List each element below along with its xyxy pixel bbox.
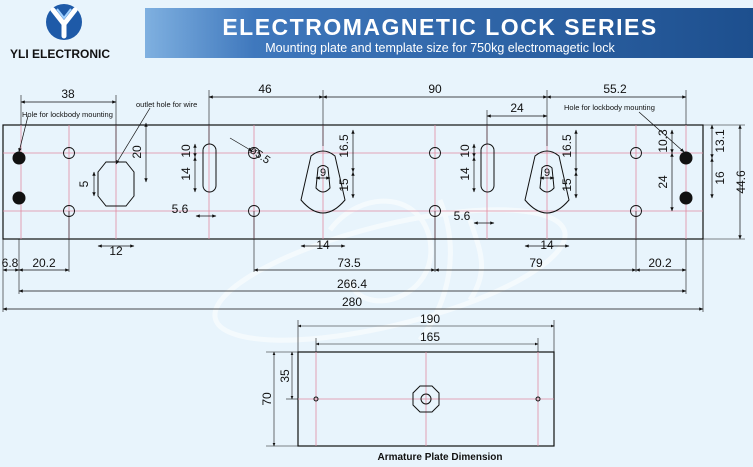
screw-holes — [63, 147, 642, 217]
dim-20-2-a: 20.2 — [32, 256, 56, 270]
armature-hole-left — [313, 396, 319, 402]
dim-5-6-a: 5.6 — [172, 202, 189, 216]
dim-14-a: 14 — [316, 238, 330, 252]
slot-right — [480, 143, 495, 193]
dim-35: 35 — [278, 369, 292, 383]
keyhole-left — [300, 150, 346, 214]
logo-text: YLI ELECTRONIC — [10, 47, 110, 61]
armature-caption: Armature Plate Dimension — [377, 452, 502, 463]
dim-15-a: 15 — [337, 178, 351, 192]
dim-280: 280 — [342, 295, 362, 309]
callout-left-hole: Hole for lockbody mounting — [22, 110, 113, 119]
title-banner — [145, 8, 753, 58]
lockbody-hole-right-top — [679, 151, 693, 165]
dim-20-2-b: 20.2 — [648, 256, 672, 270]
dim-20: 20 — [130, 145, 144, 159]
dim-10-b: 10 — [458, 144, 472, 158]
page-subtitle: Mounting plate and template size for 750… — [265, 41, 615, 55]
lockbody-hole-left-bottom — [12, 191, 26, 205]
dim-44-6: 44.6 — [734, 170, 748, 194]
dim-14-vert-b: 14 — [458, 167, 472, 181]
armature-center-nut — [412, 385, 440, 413]
dim-9-a: 9 — [320, 167, 326, 179]
dim-6-8: 6.8 — [2, 256, 19, 270]
dim-90: 90 — [428, 82, 442, 96]
extension-lines — [2, 90, 745, 312]
dim-16-5-b: 16.5 — [560, 134, 574, 158]
dim-15-b: 15 — [560, 178, 574, 192]
vertical-dimension-labels: 20 5 10 14 16.5 15 10 14 16.5 15 10.3 24… — [77, 129, 748, 194]
plate-outline — [2, 124, 704, 240]
dim-10-a: 10 — [179, 144, 193, 158]
callout-right-hole: Hole for lockbody mounting — [564, 103, 655, 112]
dim-79: 79 — [529, 256, 543, 270]
dim-16: 16 — [713, 171, 727, 185]
dim-14-vert-a: 14 — [179, 167, 193, 181]
dim-5: 5 — [77, 180, 91, 187]
dim-24-vert: 24 — [656, 175, 670, 189]
dim-38: 38 — [61, 87, 75, 101]
dim-12: 12 — [109, 244, 123, 258]
dim-14-b: 14 — [540, 238, 554, 252]
slot-left — [202, 143, 217, 193]
dim-73-5: 73.5 — [337, 256, 361, 270]
dim-24: 24 — [510, 101, 524, 115]
dim-190: 190 — [420, 312, 440, 326]
dimension-labels: 38 46 90 24 55.2 9 9 5.6 5.6 12 14 14 6.… — [2, 82, 672, 309]
dim-diameter-5-5: ø5.5 — [247, 144, 272, 166]
dim-13-1: 13.1 — [713, 129, 727, 153]
keyhole-right — [524, 150, 570, 214]
lockbody-hole-left-top — [12, 151, 26, 165]
dim-70: 70 — [260, 392, 274, 406]
dim-9-b: 9 — [544, 167, 550, 179]
dim-165: 165 — [420, 330, 440, 344]
page-title: ELECTROMAGNETIC LOCK SERIES — [222, 14, 657, 40]
logo: YLI ELECTRONIC — [10, 4, 110, 61]
dim-10-3: 10.3 — [656, 129, 670, 153]
callout-wire-hole: outlet hole for wire — [136, 100, 197, 109]
lockbody-hole-right-bottom — [679, 191, 693, 205]
dim-266-4: 266.4 — [337, 277, 367, 291]
armature-plate: 190 165 70 35 Armature Plate Dimension — [260, 312, 555, 463]
dimension-lines — [2, 95, 742, 311]
wire-outlet-hole — [97, 161, 135, 207]
dim-55-2: 55.2 — [603, 82, 627, 96]
dim-5-6-b: 5.6 — [454, 209, 471, 223]
dim-46: 46 — [258, 82, 272, 96]
armature-hole-right — [535, 396, 541, 402]
dim-16-5-a: 16.5 — [337, 134, 351, 158]
mounting-plate: Hole for lockbody mounting outlet hole f… — [2, 82, 748, 312]
